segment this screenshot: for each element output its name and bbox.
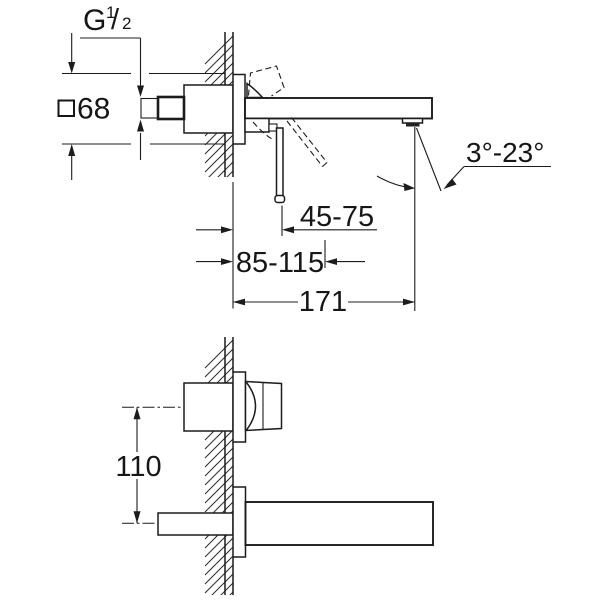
handle-concealed-body bbox=[183, 382, 234, 432]
spout-escutcheon bbox=[232, 486, 247, 558]
spout-projection-label: 171 bbox=[299, 286, 347, 318]
thread-size-label: G1/2 bbox=[83, 3, 131, 37]
bottom-view-side-elevation: 110 bbox=[115, 337, 434, 595]
dimension-lever-reach-near: 45-75 bbox=[196, 201, 377, 234]
dimension-escutcheon-size: 68 bbox=[57, 33, 110, 180]
escutcheon-size-label: 68 bbox=[77, 93, 110, 126]
spray-angle-annotation: 3°-23° bbox=[376, 127, 551, 311]
lever-reach-near-label: 45-75 bbox=[300, 201, 374, 233]
top-view-side-section: G1/2 68 45-75 85-115 bbox=[57, 3, 551, 318]
dimension-lever-reach-far: 85-115 bbox=[196, 247, 365, 279]
spray-angle-label: 3°-23° bbox=[466, 137, 544, 168]
wall-lines-top-view bbox=[224, 32, 234, 177]
wall-lines-bottom-view bbox=[224, 337, 234, 595]
spout-side bbox=[244, 97, 433, 120]
dimension-spout-projection: 171 bbox=[233, 286, 415, 318]
spout-front bbox=[244, 501, 434, 546]
dimension-hole-spacing: 110 bbox=[115, 407, 162, 524]
supply-pipe bbox=[140, 97, 159, 119]
lever-reach-far-label: 85-115 bbox=[236, 247, 324, 279]
lever-foot bbox=[274, 194, 286, 204]
lever-pivot-wedge bbox=[246, 82, 265, 99]
mixer-outlet-block bbox=[244, 117, 270, 133]
spout-supply-tube bbox=[157, 512, 234, 536]
dimension-thread-size: G1/2 bbox=[80, 3, 144, 160]
phantom-handle-positions bbox=[247, 65, 328, 167]
concealed-mounting-body bbox=[183, 84, 234, 134]
dim-extension-lines bbox=[232, 182, 326, 309]
wall-hatch-bottom bbox=[204, 339, 233, 595]
aerator bbox=[401, 117, 424, 127]
lever-blade bbox=[275, 127, 284, 199]
union-nut bbox=[156, 95, 186, 121]
wall-escutcheon-side bbox=[232, 73, 246, 145]
escutcheon-extension-lines bbox=[62, 72, 225, 145]
handle-knob bbox=[244, 380, 283, 432]
hole-spacing-label: 110 bbox=[115, 451, 161, 483]
handle-escutcheon bbox=[232, 371, 247, 443]
square-symbol-icon bbox=[57, 99, 75, 117]
